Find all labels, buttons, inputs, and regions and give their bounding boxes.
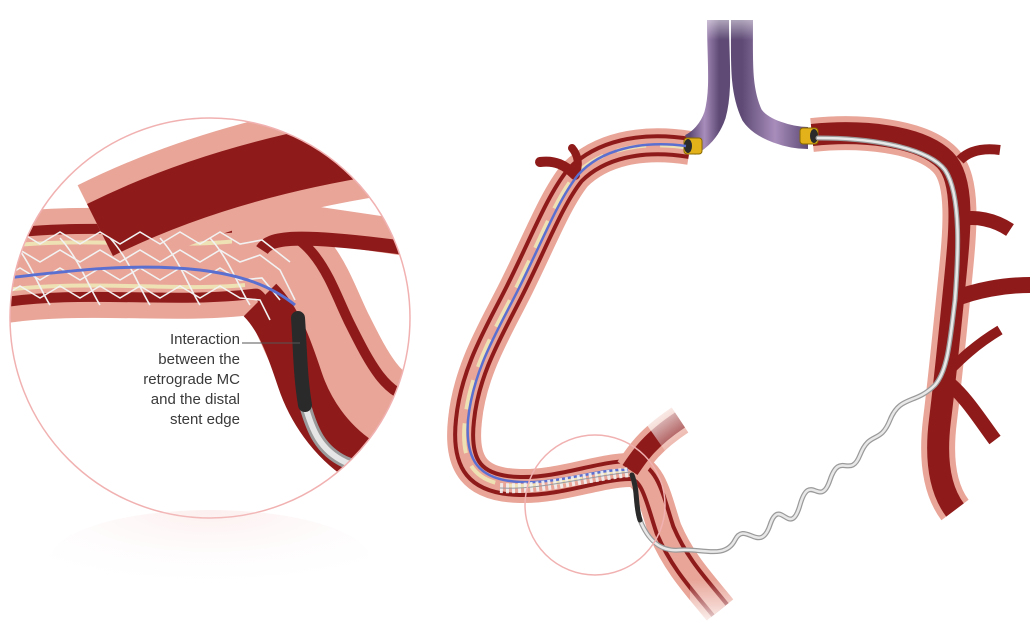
- right-branch-2: [952, 285, 1030, 300]
- callout-line-2: between the: [100, 350, 240, 370]
- callout-line-3: retrograde MC: [100, 370, 240, 390]
- left-vessel-outline: [464, 145, 720, 610]
- callout-text: Interaction between the retrograde MC an…: [100, 330, 240, 430]
- callout-line-1: Interaction: [100, 330, 240, 350]
- overview-vessels: [464, 0, 1030, 630]
- catheter-tip-right: [800, 128, 818, 144]
- catheter-tip-left: [684, 138, 702, 154]
- callout-line-4: and the distal: [100, 390, 240, 410]
- inset-reflection: [50, 510, 370, 610]
- microcatheter-overview: [632, 138, 958, 552]
- callout-line-5: stent edge: [100, 410, 240, 430]
- microcatheter-zoom-tip: [298, 318, 305, 405]
- right-branch-4: [960, 149, 1000, 160]
